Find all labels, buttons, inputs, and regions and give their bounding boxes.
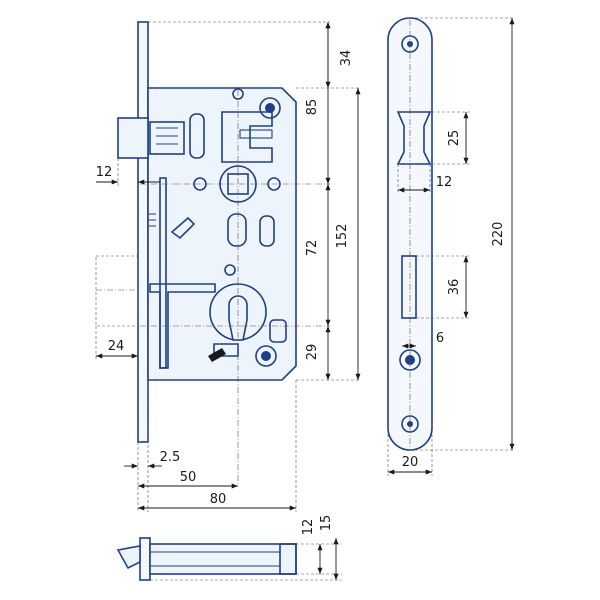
faceplate-view [387, 17, 433, 451]
upper-lever [221, 111, 273, 163]
screw-hole-bottom-outer [255, 345, 277, 367]
top-case-body [149, 543, 297, 575]
cylinder-side-lever [269, 319, 287, 343]
small-pin [224, 264, 236, 276]
dim-34: 34 [339, 50, 354, 67]
top-latch-bolt [116, 545, 141, 570]
dim-2-5: 2.5 [160, 450, 181, 465]
dim-12-face: 12 [436, 175, 453, 190]
top-case-end [279, 543, 297, 575]
forend-strip [137, 21, 149, 443]
faceplate-screw-mid-inner [405, 355, 415, 365]
front-view [95, 21, 330, 484]
dim-50: 50 [180, 470, 197, 485]
dim-12-latch: 12 [96, 165, 113, 180]
dim-24: 24 [108, 339, 125, 354]
center-slot-right [259, 215, 275, 247]
dim-12-top: 12 [301, 519, 316, 536]
upper-slot [239, 129, 273, 139]
dim-6: 6 [436, 331, 444, 346]
dead-bolt-arm [149, 283, 216, 369]
dim-72: 72 [305, 240, 320, 257]
screw-hole-bottom-inner [261, 351, 271, 361]
front-dimensions: 34 85 72 29 152 12 24 2.5 50 [95, 21, 361, 512]
latch-bolt [117, 117, 149, 159]
dim-25: 25 [447, 130, 462, 147]
top-forend [139, 537, 151, 581]
dim-15-top: 15 [319, 515, 334, 532]
dim-85: 85 [305, 99, 320, 116]
dim-152: 152 [335, 224, 350, 249]
dim-29: 29 [305, 344, 320, 361]
dim-220: 220 [491, 222, 506, 247]
latch-lever [189, 113, 205, 159]
faceplate-dimensions: 25 12 220 36 6 20 [387, 17, 515, 476]
dim-80: 80 [210, 492, 227, 507]
hook-lever [170, 216, 196, 240]
center-slot-left [227, 213, 247, 247]
dim-36: 36 [447, 279, 462, 296]
dim-20: 20 [402, 455, 419, 470]
top-view [116, 537, 297, 581]
latch-spring [156, 127, 178, 145]
screw-hole-top-right-inner [265, 103, 275, 113]
ratchet [148, 213, 156, 227]
screw-hole-top-right-outer [259, 97, 281, 119]
cam-pawl [208, 348, 226, 362]
top-dimensions: 12 15 [150, 515, 342, 581]
latch-spring-block [149, 121, 185, 155]
bolt-opening [401, 255, 417, 319]
door-projection-dashed [95, 255, 139, 327]
